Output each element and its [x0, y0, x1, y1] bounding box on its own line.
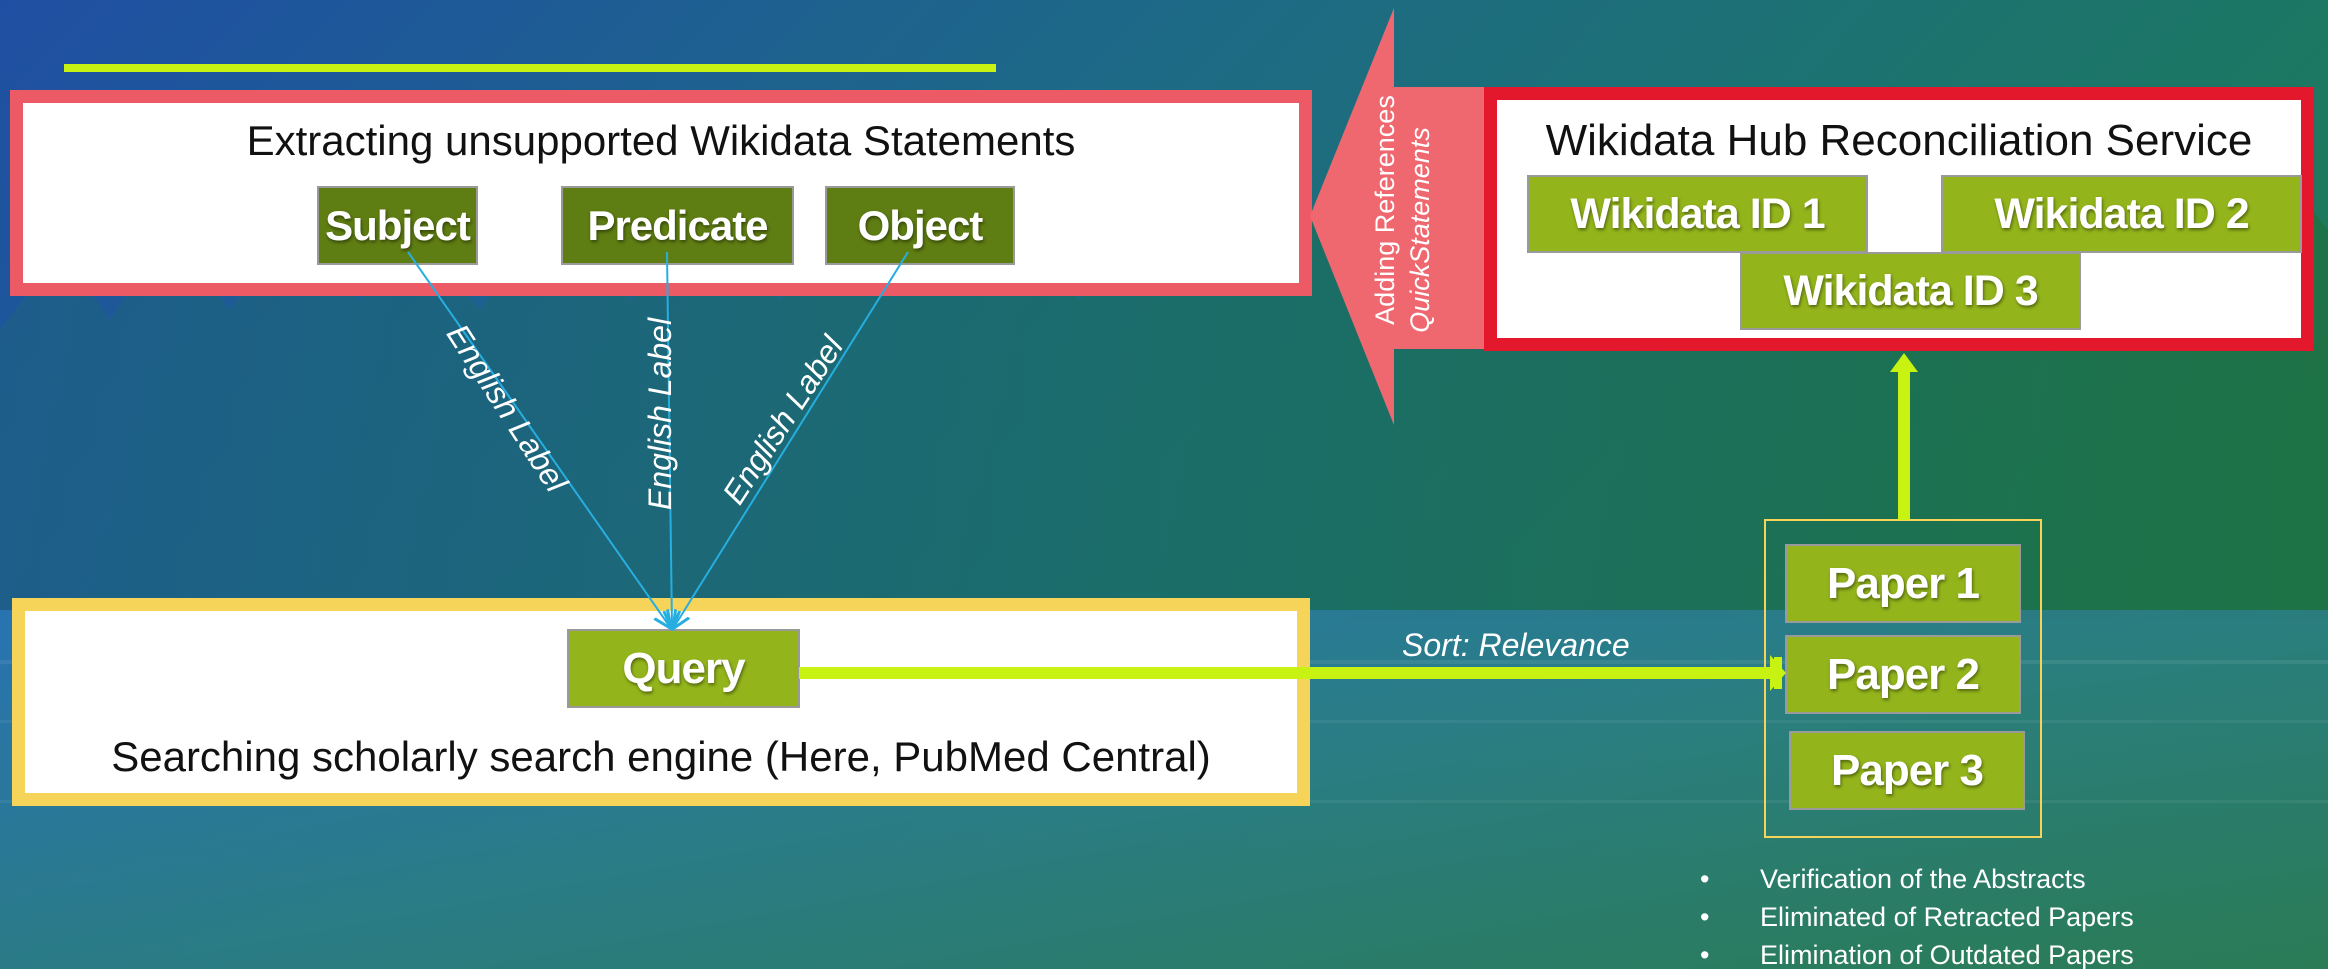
subject-node: Subject	[317, 186, 478, 265]
bullet-marker: •	[1700, 940, 1710, 970]
search-box-title: Searching scholarly search engine (Here,…	[111, 733, 1211, 780]
paper-2-node: Paper 2	[1785, 635, 2021, 714]
bullet-item: • Verification of the Abstracts	[1700, 860, 2134, 898]
extract-box-title: Extracting unsupported Wikidata Statemen…	[246, 117, 1076, 164]
paper-3-node: Paper 3	[1789, 731, 2025, 810]
query-node: Query	[567, 629, 800, 708]
predicate-node: Predicate	[561, 186, 794, 265]
bullet-text: Elimination of Outdated Papers	[1760, 940, 2134, 970]
paper-1-node: Paper 1	[1785, 544, 2021, 623]
papers-container: Paper 1 Paper 2 Paper 3	[1764, 519, 2042, 838]
search-engine-box: Query Searching scholarly search engine …	[12, 598, 1310, 806]
wikidata-id-1-node: Wikidata ID 1	[1527, 175, 1868, 253]
extract-statements-box: Extracting unsupported Wikidata Statemen…	[10, 90, 1312, 296]
bullet-text: Eliminated of Retracted Papers	[1760, 902, 2134, 932]
object-node: Object	[825, 186, 1015, 265]
title-accent-line	[64, 64, 996, 72]
bullet-item: • Eliminated of Retracted Papers	[1700, 898, 2134, 936]
bullet-item: • Elimination of Outdated Papers	[1700, 936, 2134, 974]
wikidata-id-2-node: Wikidata ID 2	[1941, 175, 2302, 253]
bullet-marker: •	[1700, 864, 1710, 894]
reconciliation-service-box: Wikidata Hub Reconciliation Service Wiki…	[1484, 87, 2314, 351]
verification-bullet-list: • Verification of the Abstracts • Elimin…	[1700, 860, 2134, 974]
bullet-text: Verification of the Abstracts	[1760, 864, 2086, 894]
bullet-marker: •	[1700, 902, 1710, 932]
reconciliation-box-title: Wikidata Hub Reconciliation Service	[1545, 116, 2253, 165]
wikidata-id-3-node: Wikidata ID 3	[1740, 252, 2081, 330]
